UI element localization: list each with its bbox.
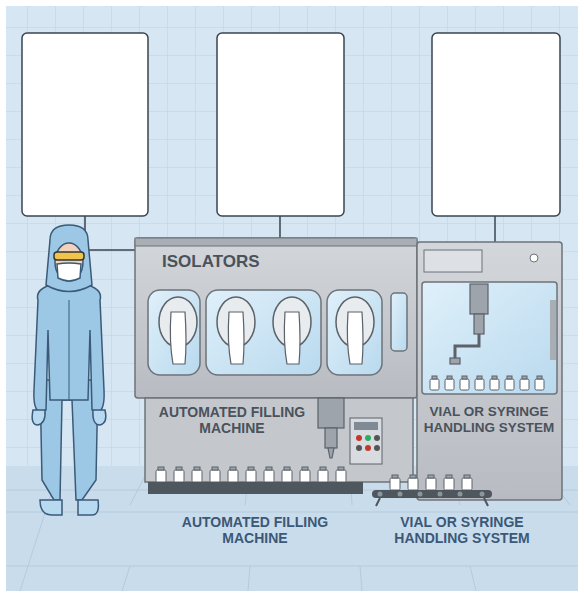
robot-arm [450, 284, 488, 364]
section-caption: VIAL OR SYRINGE HANDLING SYSTEM [372, 514, 552, 546]
section-caption: AUTOMATED FILLING MACHINE [170, 514, 340, 546]
isolator-window [148, 290, 407, 375]
control-panel [350, 418, 382, 464]
filling-cabinet [145, 398, 413, 482]
isolator-label: ISOLATORS [160, 252, 300, 272]
machine-label: AUTOMATED FILLING MACHINE [152, 404, 312, 436]
isolator-housing [135, 238, 417, 398]
callout-box [22, 33, 560, 216]
handling-window [422, 282, 557, 394]
glove-port [159, 297, 374, 364]
handling-cabinet [417, 242, 562, 500]
conveyor [148, 482, 492, 506]
cleanroom-worker [32, 225, 106, 515]
filling-nozzle [318, 398, 344, 458]
machine-label: VIAL OR SYRINGE HANDLING SYSTEM [420, 404, 558, 435]
